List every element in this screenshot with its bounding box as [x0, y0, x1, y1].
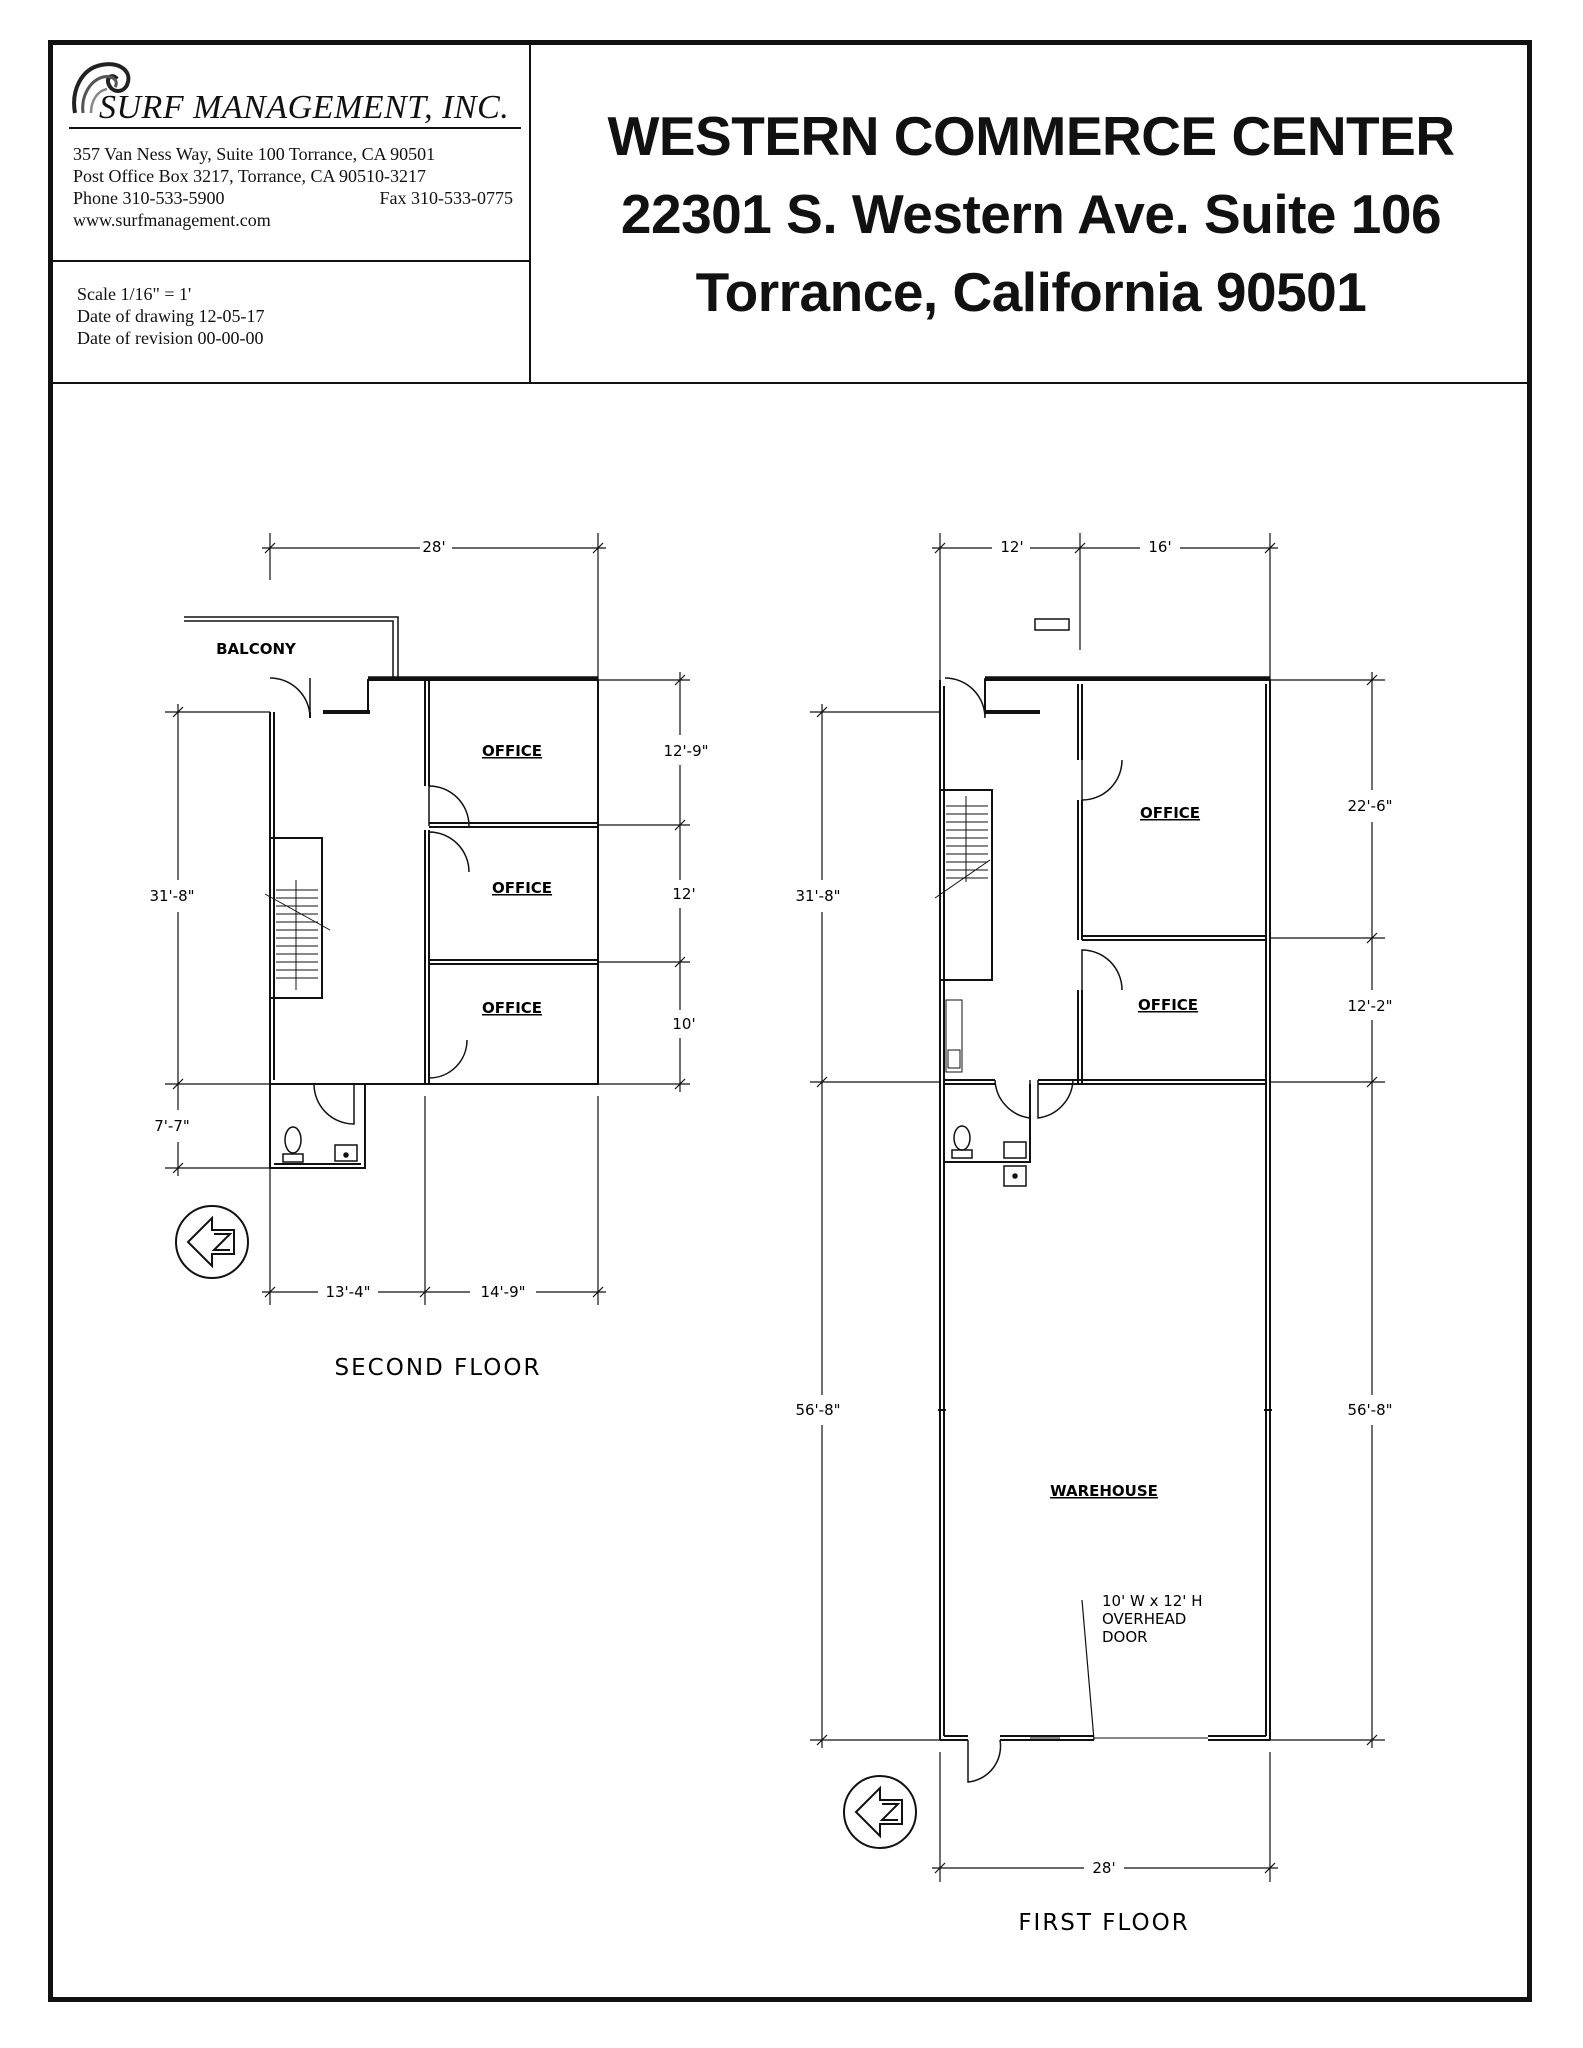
dim-label-top-right: 16' [1148, 538, 1171, 556]
toilet-icon [282, 1126, 304, 1163]
company-fax: Fax 310-533-0775 [379, 188, 514, 208]
dim-right-second [598, 672, 690, 1092]
dim-label-left-height: 31'-8" [149, 887, 194, 905]
dim-label-right-2: 12' [672, 885, 695, 903]
dim-label-bottom-width: 28' [1092, 1859, 1115, 1877]
dim-right-first [1270, 672, 1385, 1748]
dim-label-left-upper: 31'-8" [795, 887, 840, 905]
company-phone: Phone 310-533-5900 [73, 188, 225, 208]
dim-label-bottom-left: 13'-4" [325, 1283, 370, 1301]
dim-label-right-first-1: 22'-6" [1347, 797, 1392, 815]
header-column-divider [529, 45, 531, 384]
first-floor-walls [938, 676, 1272, 1741]
first-floor-plan [810, 533, 1385, 1882]
drawing-info-block: Scale 1/16" = 1' Date of drawing 12-05-1… [77, 283, 264, 349]
door-note-line-1: 10' W x 12' H [1102, 1592, 1202, 1610]
company-contact-block: 357 Van Ness Way, Suite 100 Torrance, CA… [73, 143, 513, 231]
dim-left-second [165, 704, 270, 1176]
second-floor-title: SECOND FLOOR [335, 1355, 542, 1381]
company-name: SURF MANAGEMENT, INC. [99, 89, 510, 126]
second-floor-doors [269, 677, 470, 1125]
drawing-scale: Scale 1/16" = 1' [77, 284, 192, 304]
dim-top-first [932, 533, 1278, 680]
dim-top-width [262, 533, 606, 680]
company-phone-fax-row: Phone 310-533-5900 Fax 310-533-0775 [73, 187, 513, 209]
company-address: 357 Van Ness Way, Suite 100 Torrance, CA… [73, 144, 436, 164]
second-floor-labels: 28' BALCONY OFFICE OFFICE OFFICE 31'-8" … [149, 538, 708, 1381]
north-arrow-icon-first [843, 1775, 917, 1849]
north-arrow-icon [175, 1205, 249, 1279]
office-label-first-1: OFFICE [1140, 804, 1200, 822]
door-note-line-3: DOOR [1102, 1628, 1148, 1646]
date-of-drawing: Date of drawing 12-05-17 [77, 306, 265, 326]
drawing-sheet: SURF MANAGEMENT, INC. 357 Van Ness Way, … [48, 40, 1532, 2002]
company-po-box: Post Office Box 3217, Torrance, CA 90510… [73, 166, 427, 186]
dim-label-right-3: 10' [672, 1015, 695, 1033]
property-title-block: WESTERN COMMERCE CENTER 22301 S. Western… [531, 97, 1531, 331]
property-address: 22301 S. Western Ave. Suite 106 [620, 183, 1442, 245]
dim-label-left-lower-first: 56'-8" [795, 1401, 840, 1419]
company-name-underline [69, 127, 521, 129]
first-floor-title: FIRST FLOOR [1018, 1910, 1189, 1936]
date-of-revision: Date of revision 00-00-00 [77, 328, 264, 348]
sink-icon [334, 1144, 358, 1162]
balcony-label: BALCONY [216, 640, 297, 658]
dim-bottom-second [262, 1096, 606, 1305]
stair-treads [264, 880, 331, 990]
office-label-1: OFFICE [482, 742, 542, 760]
first-floor-doors [944, 677, 1123, 1783]
property-name: WESTERN COMMERCE CENTER [607, 105, 1455, 167]
dim-label-right-1: 12'-9" [663, 742, 708, 760]
office-label-2: OFFICE [492, 879, 552, 897]
dim-label-top-left: 12' [1000, 538, 1023, 556]
dim-label-right-first-lower: 56'-8" [1347, 1401, 1392, 1419]
header-divider [53, 382, 1527, 384]
dim-left-first [810, 704, 940, 1748]
first-floor-labels: 12' 16' OFFICE OFFICE WAREHOUSE 10' W x … [795, 538, 1392, 1936]
first-sink-icon [1003, 1141, 1027, 1187]
office-label-3: OFFICE [482, 999, 542, 1017]
company-info-divider [53, 260, 531, 262]
first-toilet-icon [951, 1125, 973, 1159]
dim-label-left-lower: 7'-7" [154, 1117, 190, 1135]
dim-label-bottom-right: 14'-9" [480, 1283, 525, 1301]
dim-label-top-width: 28' [422, 538, 445, 556]
dim-label-right-first-2: 12'-2" [1347, 997, 1392, 1015]
wave-logo-icon [72, 62, 131, 114]
office-label-first-2: OFFICE [1138, 996, 1198, 1014]
company-website[interactable]: www.surfmanagement.com [73, 210, 271, 230]
dim-bottom-first [932, 1752, 1278, 1882]
second-floor-walls [269, 676, 599, 1169]
first-stair-treads [934, 796, 991, 1073]
warehouse-label: WAREHOUSE [1050, 1482, 1158, 1500]
second-floor-plan [165, 533, 690, 1305]
door-note-line-2: OVERHEAD [1102, 1610, 1186, 1628]
property-city: Torrance, California 90501 [695, 261, 1367, 323]
